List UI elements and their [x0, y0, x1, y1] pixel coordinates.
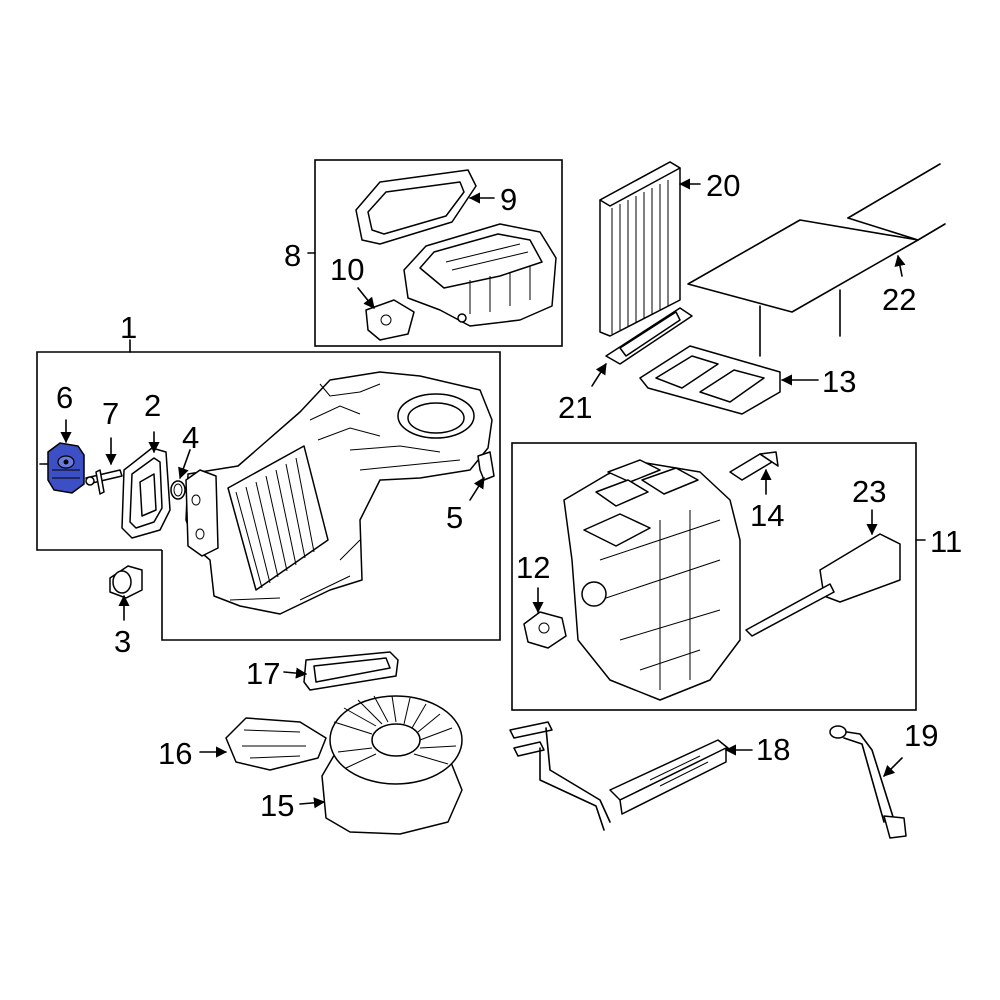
callout-21: 21 [558, 390, 592, 425]
callout-4: 4 [182, 420, 199, 455]
part-7-link [85, 469, 123, 495]
callout-5: 5 [446, 500, 463, 535]
part-13-filter-frame [639, 345, 781, 415]
part-23-probe [745, 533, 901, 637]
callout-6: 6 [56, 380, 73, 415]
group-box-1 [36, 351, 501, 641]
callout-7: 7 [102, 396, 119, 431]
callout-15: 15 [260, 788, 294, 823]
callout-1: 1 [120, 310, 137, 345]
callout-13: 13 [822, 364, 856, 399]
part-10-actuator [365, 299, 415, 341]
part-20-cabin-filter [599, 161, 681, 337]
callout-8: 8 [284, 238, 301, 273]
callout-3: 3 [114, 624, 131, 659]
part-22-panel [687, 163, 946, 357]
callout-23: 23 [852, 474, 886, 509]
callout-19: 19 [904, 718, 938, 753]
callout-18: 18 [756, 732, 790, 767]
callout-14: 14 [750, 498, 784, 533]
callout-11: 11 [930, 524, 962, 559]
part-2-door-seal [121, 447, 171, 539]
part-14-sensor [729, 451, 779, 481]
part-4-o-ring [170, 480, 186, 500]
callout-9: 9 [500, 182, 517, 217]
callout-10: 10 [330, 252, 364, 287]
callout-22: 22 [882, 282, 916, 317]
callout-2: 2 [144, 388, 161, 423]
callout-labels: 1 2 3 4 5 6 7 8 9 10 11 12 13 14 15 16 1… [56, 168, 962, 823]
callout-20: 20 [706, 168, 740, 203]
group-box-11 [511, 442, 917, 711]
part-11-heater-case [563, 459, 741, 701]
part-1-hvac-case [185, 371, 493, 615]
part-18-heater-pipes [509, 721, 729, 831]
part-16-resistor [225, 717, 327, 771]
part-5-clip [477, 451, 495, 481]
callout-17: 17 [246, 656, 280, 691]
part-17-blower-filter [303, 651, 399, 691]
callout-16: 16 [158, 736, 192, 771]
part-19-hose [829, 725, 907, 839]
part-12-actuator [523, 611, 567, 649]
part-15-blower-motor [321, 695, 463, 835]
part-9-frame-seal [355, 169, 477, 245]
part-8-housing [403, 223, 557, 327]
part-6-actuator[interactable] [39, 442, 85, 494]
callout-12: 12 [516, 550, 550, 585]
part-3-grommet [109, 565, 143, 599]
part-21-filter-cover [605, 307, 693, 365]
leader-lines [60, 178, 906, 809]
